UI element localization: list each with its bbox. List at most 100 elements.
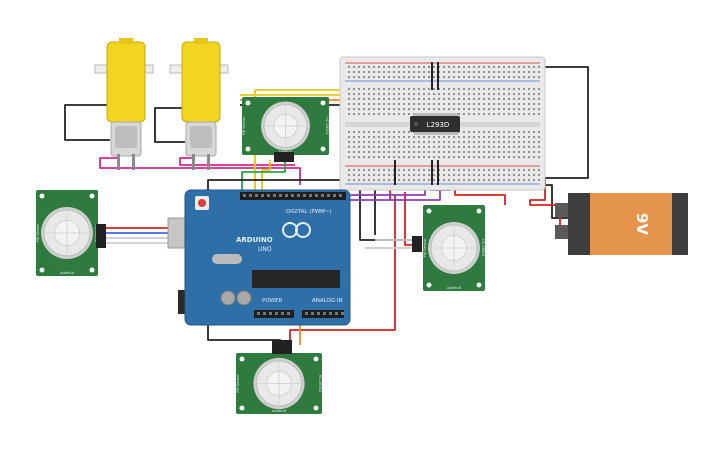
breadboard-hole	[498, 103, 500, 105]
breadboard-hole	[458, 93, 460, 95]
breadboard-hole	[383, 156, 385, 158]
breadboard-hole	[423, 169, 425, 171]
breadboard-hole	[368, 71, 370, 73]
breadboard-hole	[368, 169, 370, 171]
breadboard-hole	[538, 66, 540, 68]
breadboard-hole	[503, 131, 505, 133]
breadboard-hole	[363, 146, 365, 148]
breadboard-hole	[523, 169, 525, 171]
breadboard-hole	[478, 156, 480, 158]
breadboard-hole	[488, 136, 490, 138]
breadboard-hole	[368, 108, 370, 110]
breadboard-hole	[433, 88, 435, 90]
breadboard-hole	[503, 66, 505, 68]
breadboard-hole	[508, 66, 510, 68]
breadboard-hole	[358, 71, 360, 73]
breadboard-hole	[373, 113, 375, 115]
pir-mount-hole	[39, 193, 45, 199]
breadboard-hole	[463, 169, 465, 171]
breadboard-hole	[453, 174, 455, 176]
breadboard-hole	[443, 103, 445, 105]
breadboard-hole	[388, 76, 390, 78]
breadboard-hole	[368, 88, 370, 90]
breadboard-hole	[418, 174, 420, 176]
breadboard-hole	[488, 108, 490, 110]
pir-sub-label: PIR Sensor	[36, 223, 40, 242]
breadboard-hole	[398, 113, 400, 115]
breadboard-hole	[473, 156, 475, 158]
breadboard-hole	[373, 179, 375, 181]
breadboard-hole	[363, 88, 365, 90]
breadboard-hole	[493, 108, 495, 110]
arduino-pin	[243, 194, 246, 197]
breadboard-hole	[443, 66, 445, 68]
breadboard-hole	[443, 174, 445, 176]
breadboard-hole	[443, 71, 445, 73]
breadboard-hole	[398, 136, 400, 138]
breadboard-hole	[358, 93, 360, 95]
breadboard-hole	[523, 113, 525, 115]
breadboard-hole	[418, 103, 420, 105]
arduino-pin	[335, 312, 338, 315]
breadboard-hole	[353, 141, 355, 143]
breadboard-hole	[538, 131, 540, 133]
arduino-atmega-chip	[252, 270, 340, 288]
breadboard-hole	[523, 98, 525, 100]
breadboard-hole	[398, 103, 400, 105]
breadboard-hole	[383, 131, 385, 133]
breadboard-hole	[513, 131, 515, 133]
breadboard-hole	[508, 98, 510, 100]
breadboard-hole	[458, 103, 460, 105]
breadboard-hole	[418, 179, 420, 181]
breadboard-hole	[398, 174, 400, 176]
breadboard-hole	[443, 93, 445, 95]
breadboard-hole	[503, 93, 505, 95]
breadboard-hole	[463, 66, 465, 68]
breadboard-hole	[423, 179, 425, 181]
breadboard-hole	[458, 76, 460, 78]
breadboard-hole	[518, 88, 520, 90]
breadboard-hole	[453, 179, 455, 181]
ic-label: L293D	[427, 121, 450, 129]
breadboard-hole	[383, 71, 385, 73]
breadboard-hole	[463, 141, 465, 143]
breadboard-hole	[538, 156, 540, 158]
breadboard-hole	[523, 141, 525, 143]
breadboard-hole	[533, 179, 535, 181]
breadboard-hole	[353, 146, 355, 148]
breadboard-hole	[443, 156, 445, 158]
breadboard-hole	[488, 103, 490, 105]
breadboard-hole	[348, 136, 350, 138]
breadboard-hole	[358, 141, 360, 143]
breadboard-hole	[463, 71, 465, 73]
breadboard-hole	[393, 136, 395, 138]
breadboard-hole	[428, 146, 430, 148]
breadboard-hole	[458, 71, 460, 73]
breadboard-hole	[378, 66, 380, 68]
arduino-pin	[275, 312, 278, 315]
breadboard-hole	[433, 174, 435, 176]
breadboard-hole	[503, 103, 505, 105]
breadboard-hole	[498, 93, 500, 95]
breadboard-hole	[468, 156, 470, 158]
motor-endcap	[190, 126, 212, 148]
breadboard-hole	[378, 174, 380, 176]
breadboard-hole	[498, 174, 500, 176]
ic-notch	[414, 122, 418, 126]
breadboard-hole	[483, 141, 485, 143]
breadboard-hole	[503, 113, 505, 115]
breadboard-hole	[508, 131, 510, 133]
breadboard-hole	[508, 113, 510, 115]
breadboard-hole	[393, 98, 395, 100]
breadboard-hole	[458, 174, 460, 176]
breadboard-hole	[398, 151, 400, 153]
breadboard-hole	[418, 169, 420, 171]
breadboard-hole	[488, 146, 490, 148]
breadboard-hole	[528, 131, 530, 133]
breadboard-hole	[513, 113, 515, 115]
breadboard-hole	[378, 169, 380, 171]
breadboard-hole	[533, 108, 535, 110]
arduino-pin	[285, 194, 288, 197]
breadboard-hole	[508, 179, 510, 181]
arduino-brand-label: ARDUINO	[236, 236, 273, 244]
